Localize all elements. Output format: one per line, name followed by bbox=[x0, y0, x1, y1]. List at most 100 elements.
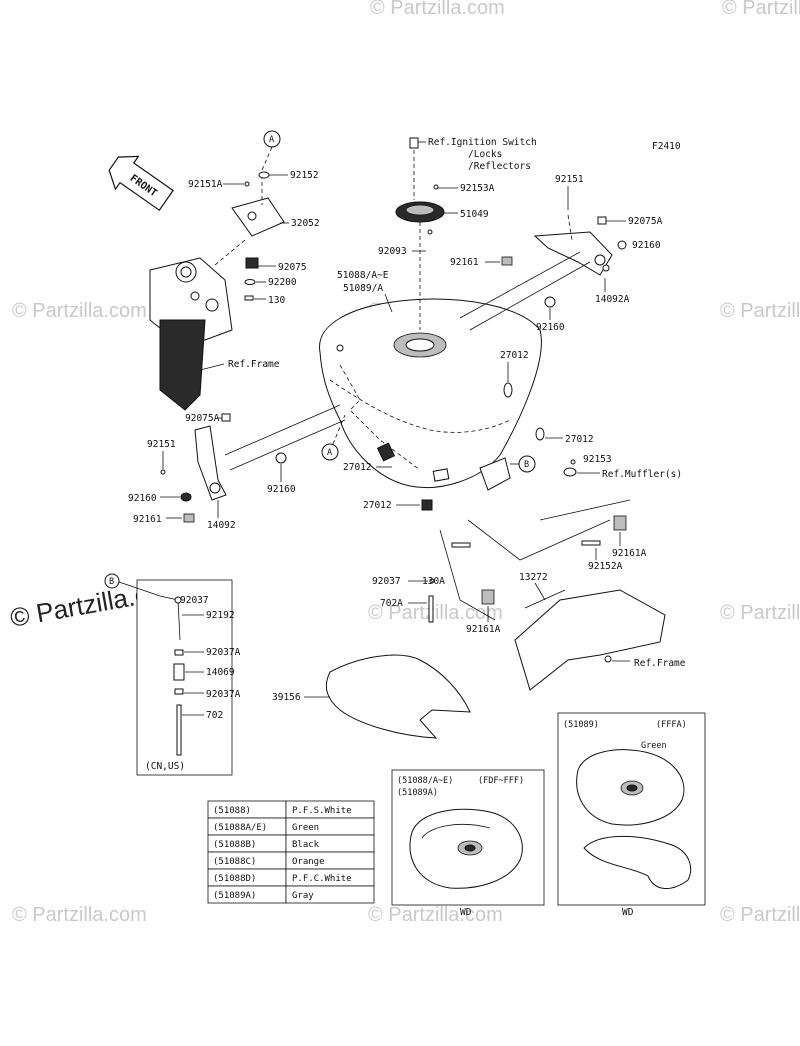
part-51089: 51089/A bbox=[343, 283, 383, 294]
watermark-bottom-left: © Partzilla.com bbox=[12, 904, 147, 926]
part-92075A-left: 92075A bbox=[185, 413, 220, 424]
rubber-92161-right bbox=[501, 256, 513, 266]
part-92037: 92037 bbox=[372, 576, 401, 587]
watermark-right: © Partzilla.com bbox=[720, 300, 800, 322]
bracket-14092 bbox=[194, 404, 346, 501]
part-27012-d: 27012 bbox=[363, 500, 392, 511]
circle-a-mid bbox=[321, 443, 339, 461]
part-92153A: 92153A bbox=[460, 183, 495, 194]
left-frame-assembly bbox=[149, 257, 233, 411]
variant-1-range: (FDF~FFF) bbox=[478, 776, 524, 786]
table-color-4: P.F.C.White bbox=[292, 874, 352, 884]
inset-circle-b-label: B bbox=[109, 577, 114, 587]
part-130: 130 bbox=[268, 295, 285, 306]
part-92200: 92200 bbox=[268, 277, 297, 288]
bracket-14092A bbox=[459, 214, 613, 331]
ref-muffler-label: Ref.Muffler(s) bbox=[602, 469, 682, 480]
part-92151-right: 92151 bbox=[555, 174, 584, 185]
rubber-92075 bbox=[245, 257, 259, 269]
color-table: (51088) P.F.S.White (51088A/E) Green (51… bbox=[207, 800, 375, 904]
watermark-top: © Partzilla.com bbox=[370, 0, 505, 19]
part-92093: 92093 bbox=[378, 246, 407, 257]
part-92161-right: 92161 bbox=[450, 257, 479, 268]
part-92075: 92075 bbox=[278, 262, 307, 273]
variant-1-footer: WD bbox=[460, 907, 472, 918]
table-color-1: Green bbox=[292, 823, 319, 833]
part-13272: 13272 bbox=[519, 572, 548, 583]
table-code-4: (51088D) bbox=[213, 874, 256, 884]
part-92152: 92152 bbox=[290, 170, 319, 181]
part-39156: 39156 bbox=[272, 692, 301, 703]
fuel-tank bbox=[319, 298, 542, 491]
circle-a-top-label: A bbox=[269, 135, 274, 145]
inset-part-702: 702 bbox=[206, 710, 223, 721]
part-92075A-right: 92075A bbox=[628, 216, 663, 227]
part-92151A: 92151A bbox=[188, 179, 223, 190]
bracket-32052 bbox=[214, 175, 285, 266]
rear-frame bbox=[439, 499, 666, 691]
ref-locks-label: /Locks bbox=[468, 149, 502, 160]
part-92161-left: 92161 bbox=[133, 514, 162, 525]
part-130A: 130A bbox=[422, 576, 445, 587]
variant-2-color: Green bbox=[641, 741, 667, 751]
inset-part-92037A-a: 92037A bbox=[206, 647, 241, 658]
watermark-top-right: © Partzilla.com bbox=[722, 0, 800, 19]
inset-part-14069: 14069 bbox=[206, 667, 235, 678]
inset-cn-us: B 92037 92192 92037A 14069 92037A 702 (C… bbox=[104, 573, 241, 776]
part-92161A-a: 92161A bbox=[612, 548, 647, 559]
part-51049: 51049 bbox=[460, 209, 489, 220]
part-92153: 92153 bbox=[583, 454, 612, 465]
part-92152A: 92152A bbox=[588, 561, 623, 572]
inset-region-label: (CN,US) bbox=[145, 761, 185, 772]
circle-b-label: B bbox=[524, 460, 529, 470]
part-92160-right-1: 92160 bbox=[632, 240, 661, 251]
table-code-3: (51088C) bbox=[213, 857, 256, 867]
variant-box-2: (51089) (FFFA) Green WD bbox=[557, 712, 706, 918]
part-27012-c: 27012 bbox=[343, 462, 372, 473]
watermark-bottom-mid: © Partzilla.com bbox=[368, 904, 503, 926]
table-code-0: (51088) bbox=[213, 806, 251, 816]
variant-1-code: (51088/A~E) bbox=[397, 776, 453, 786]
part-27012-a: 27012 bbox=[500, 350, 529, 361]
table-color-3: Orange bbox=[292, 857, 325, 867]
part-702A: 702A bbox=[380, 598, 403, 609]
circle-a-mid-label: A bbox=[327, 448, 332, 458]
table-code-5: (51089A) bbox=[213, 891, 256, 901]
part-92160-left-2: 92160 bbox=[267, 484, 296, 495]
watermark-bottom-right: © Partzilla.com bbox=[720, 904, 800, 926]
part-32052: 32052 bbox=[291, 218, 320, 229]
part-92151-left: 92151 bbox=[147, 439, 176, 450]
fuel-cap-51049 bbox=[395, 201, 445, 330]
inset-part-92192: 92192 bbox=[206, 610, 235, 621]
ref-frame-left-label: Ref.Frame bbox=[228, 359, 280, 370]
part-92160-right-2: 92160 bbox=[536, 322, 565, 333]
part-14092: 14092 bbox=[207, 520, 236, 531]
part-51088: 51088/A~E bbox=[337, 270, 389, 281]
variant-2-footer: WD bbox=[622, 907, 634, 918]
watermark-left: © Partzilla.com bbox=[12, 300, 147, 322]
figure-code: F2410 bbox=[652, 141, 681, 152]
part-92160-left-1: 92160 bbox=[128, 493, 157, 504]
ref-reflectors-label: /Reflectors bbox=[468, 161, 531, 172]
variant-box-1: (51088/A~E) (FDF~FFF) (51089A) WD bbox=[391, 769, 545, 918]
watermark-mid2: © Partzilla.com bbox=[368, 602, 503, 624]
insulator-39156 bbox=[325, 654, 471, 739]
variant-1-code2: (51089A) bbox=[397, 788, 438, 798]
table-code-2: (51088B) bbox=[213, 840, 256, 850]
table-code-1: (51088A/E) bbox=[213, 823, 267, 833]
variant-2-range: (FFFA) bbox=[656, 720, 687, 730]
front-arrow: FRONT bbox=[108, 155, 174, 212]
table-color-0: P.F.S.White bbox=[292, 806, 352, 816]
table-color-5: Gray bbox=[292, 891, 314, 901]
watermark-right2: © Partzilla.com bbox=[720, 602, 800, 624]
part-14092A: 14092A bbox=[595, 294, 630, 305]
inset-part-92037A-b: 92037A bbox=[206, 689, 241, 700]
variant-2-code: (51089) bbox=[563, 720, 599, 730]
table-color-2: Black bbox=[292, 840, 320, 850]
part-92161A-b: 92161A bbox=[466, 624, 501, 635]
ref-frame-right-label: Ref.Frame bbox=[634, 658, 686, 669]
ref-ignition-label: Ref.Ignition Switch bbox=[428, 137, 537, 148]
inset-part-92037: 92037 bbox=[180, 595, 209, 606]
part-27012-b: 27012 bbox=[565, 434, 594, 445]
